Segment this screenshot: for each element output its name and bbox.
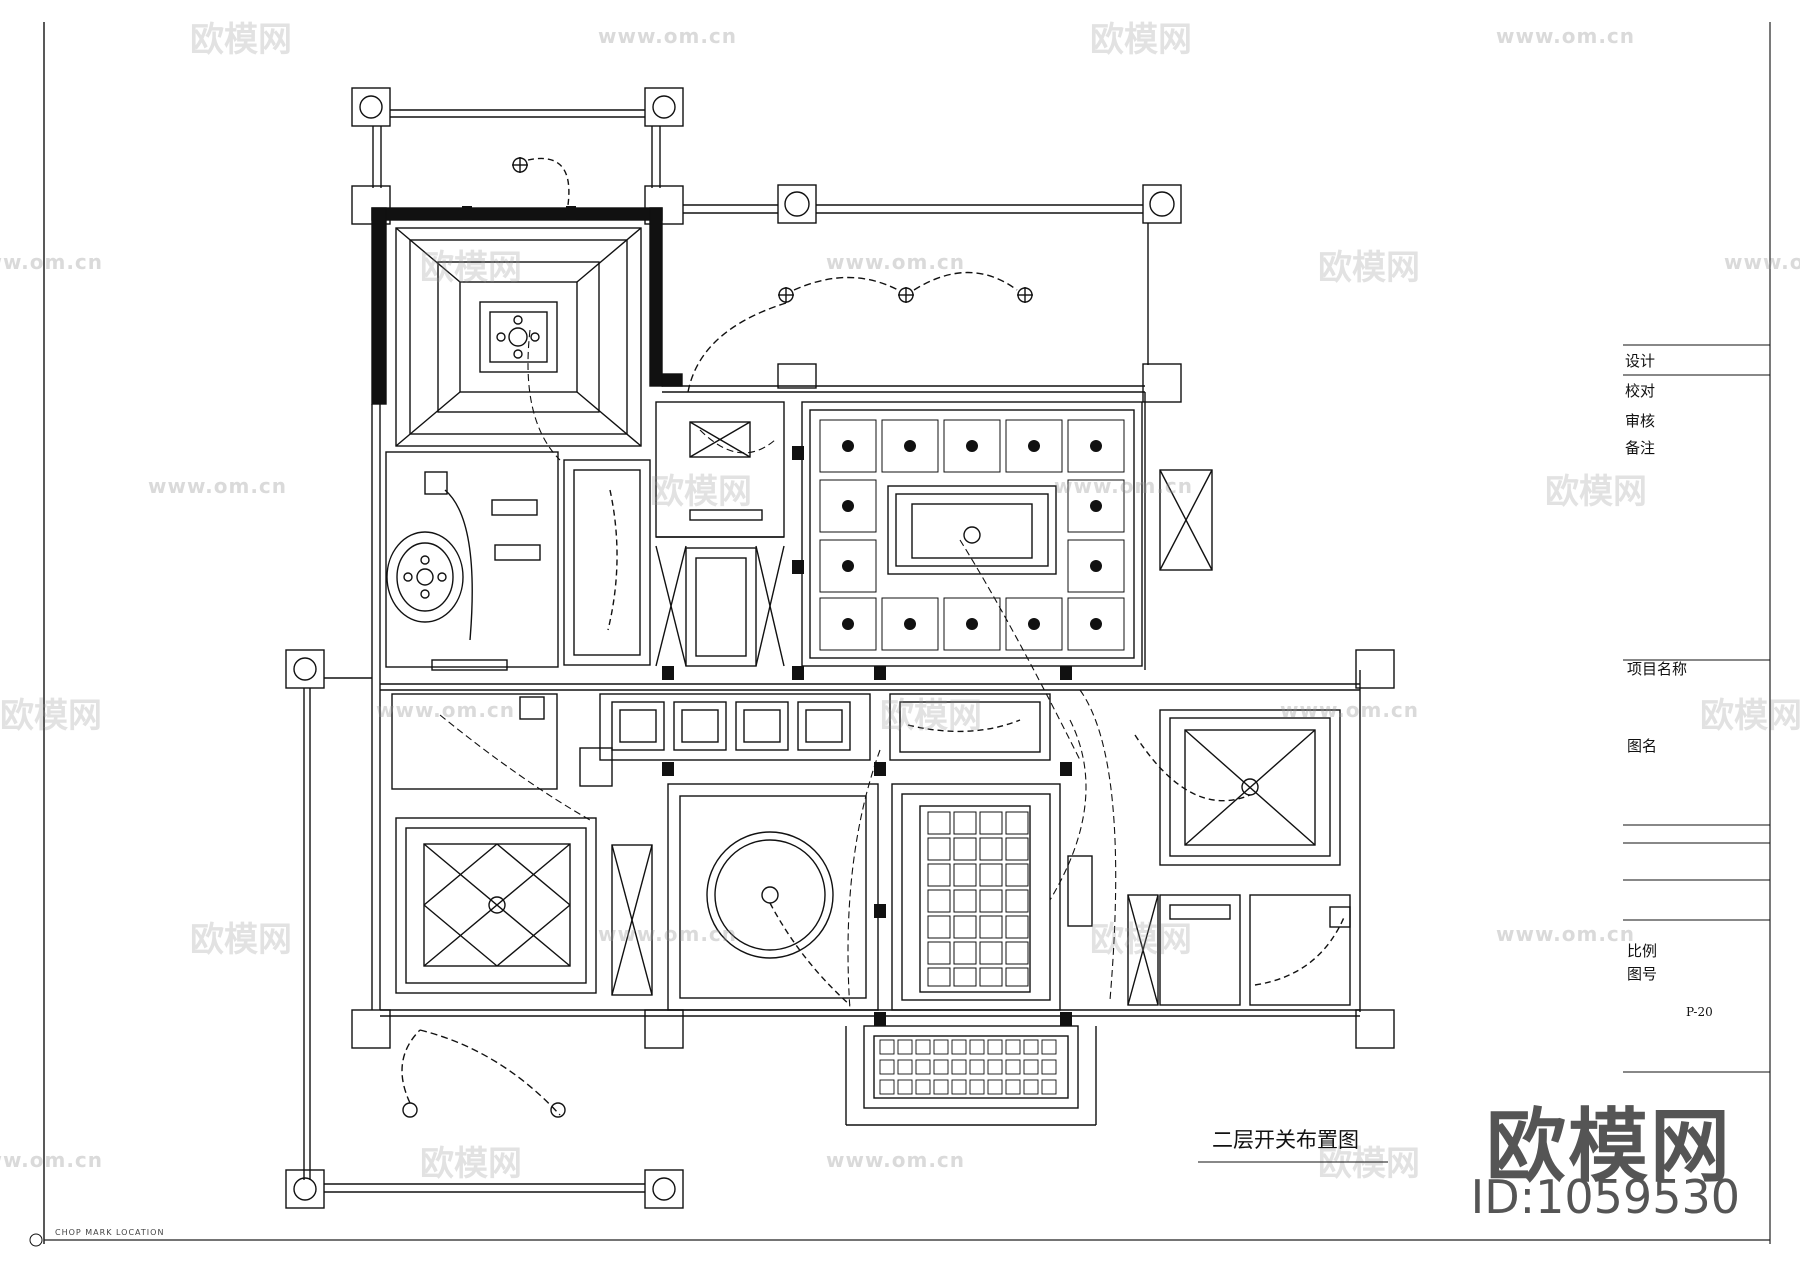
room-bottom-left	[395, 817, 653, 996]
watermark-url: www.om.cn	[0, 250, 104, 274]
watermark-brand: 欧模网	[1318, 1144, 1420, 1184]
watermark-url: www.om.cn	[0, 1148, 104, 1172]
brand-logo-text: 欧模网	[1486, 1100, 1732, 1193]
project-name-label: 项目名称	[1627, 660, 1688, 678]
plan-title-underline	[1198, 1161, 1388, 1163]
watermark-url: www.om.cn	[1496, 24, 1636, 48]
scale-label: 比例	[1627, 942, 1658, 960]
chop-mark-note: CHOP MARK LOCATION	[55, 1228, 165, 1237]
watermark-brand: 欧模网	[1545, 472, 1647, 512]
watermark-url: www.om.cn	[1724, 250, 1800, 274]
rooms-bottom-right	[1127, 894, 1351, 1006]
room-grid	[891, 783, 1093, 1011]
proofread-label: 校对	[1625, 382, 1656, 400]
top-right-balcony	[683, 184, 1182, 403]
watermark-brand: 欧模网	[0, 696, 102, 736]
corridor	[380, 683, 1360, 790]
left-columns	[285, 649, 684, 1209]
top-porch	[351, 87, 684, 225]
watermark-url: www.om.cn	[826, 250, 966, 274]
watermark-brand: 欧模网	[420, 248, 522, 288]
columns	[462, 206, 1072, 1026]
closet-center	[655, 401, 785, 667]
title-block	[1623, 344, 1770, 1073]
switch-wiring	[439, 329, 1117, 1011]
watermark-url: www.om.cn	[1496, 922, 1636, 946]
watermark-brand: 欧模网	[1700, 696, 1800, 736]
main-walls	[371, 207, 1361, 1017]
master-ceiling	[801, 401, 1213, 667]
watermark-brand: 欧模网	[190, 20, 292, 60]
watermark-brand: 欧模网	[1090, 920, 1192, 960]
watermark-brand: 欧模网	[190, 920, 292, 960]
watermark-brand: 欧模网	[1318, 248, 1420, 288]
room-right	[1134, 649, 1395, 1049]
room-top-left	[395, 227, 642, 447]
watermark-brand: 欧模网	[1090, 20, 1192, 60]
watermark-url: www.om.cn	[598, 24, 738, 48]
drawing-no-value: P-20	[1686, 1005, 1713, 1019]
watermark-url: www.om.cn	[826, 1148, 966, 1172]
plan-title: 二层开关布置图	[1212, 1128, 1359, 1152]
watermark-brand: 欧模网	[880, 696, 982, 736]
watermark-brand: 欧模网	[420, 1144, 522, 1184]
watermark-url: www.om.cn	[148, 474, 288, 498]
watermark-url: www.om.cn	[1054, 474, 1194, 498]
bathroom-left	[385, 451, 651, 671]
watermark-url: www.om.cn	[376, 698, 516, 722]
room-round-dome	[667, 783, 879, 1011]
model-id: ID:1059530	[1470, 1170, 1740, 1224]
drawing-no-label: 图号	[1627, 965, 1658, 983]
bottom-bay	[845, 1025, 1097, 1126]
watermark-url: www.om.cn	[1280, 698, 1420, 722]
design-label: 设计	[1625, 352, 1656, 370]
watermark-url: www.om.cn	[598, 922, 738, 946]
watermark-brand: 欧模网	[650, 472, 752, 512]
remarks-label: 备注	[1625, 439, 1656, 457]
review-label: 审核	[1625, 412, 1656, 430]
drawing-name-label: 图名	[1627, 737, 1658, 755]
